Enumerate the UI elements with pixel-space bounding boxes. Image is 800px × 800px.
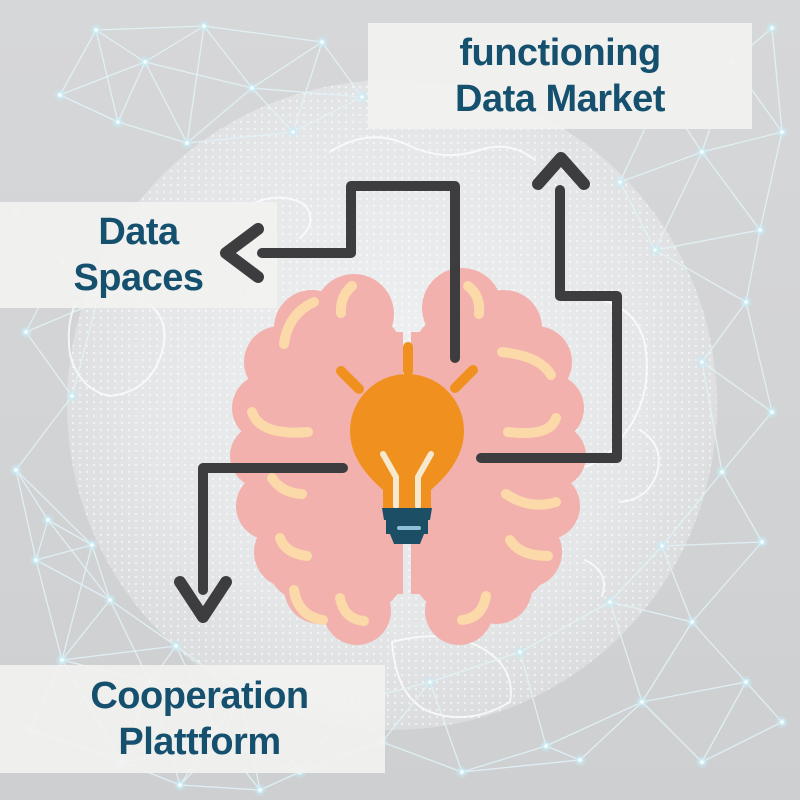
- label-cooperation-line2: Plattform: [118, 721, 281, 763]
- label-band-data-market: functioning Data Market: [368, 23, 752, 129]
- label-data-spaces-line1: Data: [98, 211, 179, 253]
- label-band-cooperation: Cooperation Plattform: [0, 665, 385, 773]
- label-data-spaces-line2: Spaces: [73, 257, 204, 299]
- label-cooperation-line1: Cooperation: [90, 675, 309, 717]
- label-data-market-line2: Data Market: [455, 78, 665, 120]
- label-band-data-spaces: Data Spaces: [0, 202, 277, 308]
- label-data-market-line1: functioning: [459, 32, 661, 74]
